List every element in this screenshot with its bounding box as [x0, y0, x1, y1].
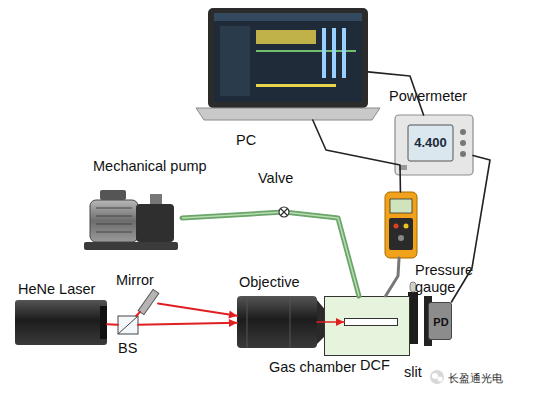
component-label: DCF — [360, 357, 400, 374]
gauge-display — [390, 199, 412, 213]
component-label: HeNe Laser — [18, 281, 118, 298]
gauge-key — [398, 235, 404, 241]
mirror-plate — [138, 289, 159, 314]
component-label: Pressure gauge — [415, 262, 477, 296]
arrow-head — [229, 319, 237, 327]
laptop-lid — [208, 8, 368, 108]
screen-bar — [322, 28, 326, 78]
watermark-text: 长盈通光电 — [448, 370, 532, 387]
laser-beam — [158, 303, 237, 315]
component-label: Gas chamber — [269, 359, 361, 376]
gauge-keypad — [389, 218, 413, 250]
laser-beam — [138, 323, 237, 325]
pump-motor — [90, 200, 138, 242]
watermark-icon — [432, 373, 438, 379]
button — [460, 140, 466, 146]
arrow-head — [336, 318, 344, 326]
objective-barrel — [237, 296, 317, 348]
component-label: slit — [404, 364, 434, 381]
pump-fin — [96, 216, 132, 217]
laser-aperture — [100, 306, 107, 339]
pump-fin — [96, 232, 132, 233]
screen-plot — [256, 84, 336, 87]
photodetector: PD — [428, 302, 452, 340]
valve-symbol — [281, 209, 288, 216]
pump-head — [136, 204, 174, 242]
objective-ring — [247, 296, 248, 348]
laptop-screen — [214, 13, 362, 102]
button — [460, 151, 466, 157]
pump-handle — [100, 190, 126, 200]
component-label: PC — [236, 132, 276, 149]
gauge-body — [385, 192, 417, 258]
component-label: Powermeter — [389, 88, 479, 105]
screen-panel — [220, 26, 250, 96]
gas-chamber: Gas chamberDCF — [324, 296, 410, 356]
valve-symbol — [281, 209, 288, 216]
component-label: Objective — [239, 274, 319, 291]
cable — [368, 72, 424, 115]
screen-bar — [214, 13, 362, 21]
mirror: Mirror — [140, 290, 158, 314]
component-label: BS — [118, 340, 148, 357]
pump-base — [84, 242, 178, 250]
vacuum-tube — [182, 212, 359, 296]
powermeter: Powermeter4.400 — [395, 115, 473, 175]
objective: Objective — [237, 296, 317, 348]
gauge-key — [394, 224, 399, 229]
objective-ring — [290, 296, 291, 348]
laser-tube — [15, 300, 107, 345]
tube-highlight — [182, 212, 359, 296]
watermark-icon — [438, 377, 443, 382]
beam-splitter-face — [118, 316, 138, 334]
button — [460, 129, 466, 135]
powermeter-display — [408, 125, 453, 161]
laser-beam — [107, 323, 118, 325]
powermeter-body — [395, 115, 473, 175]
component-label: Mirror — [116, 272, 176, 289]
component-label: Mechanical pump — [93, 158, 218, 175]
laser-beam — [136, 312, 140, 316]
screen-readout — [256, 30, 316, 44]
valve-symbol — [279, 207, 289, 217]
laptop-base — [196, 108, 380, 120]
pressure-gauge: Pressure gauge — [385, 192, 417, 258]
pump-fin — [96, 224, 132, 225]
laptop: PC — [208, 8, 368, 120]
slit: slit — [408, 292, 418, 344]
gauge-key — [404, 224, 409, 229]
component-label: PD — [429, 314, 453, 331]
hene-laser: HeNe Laser — [15, 300, 107, 345]
screen-plot — [256, 50, 356, 52]
mechanical-pump: Mechanical pump — [78, 190, 182, 252]
screen-bar — [342, 28, 346, 78]
beam-splitter — [118, 316, 138, 334]
valve-label: Valve — [258, 170, 308, 187]
display-reading: 4.400 — [408, 134, 453, 151]
pump-fin — [96, 208, 132, 209]
cable — [451, 155, 490, 302]
fiber: DCF — [344, 318, 398, 326]
screen-bar — [332, 28, 336, 78]
arrow-head — [228, 311, 237, 319]
watermark-icon — [430, 370, 444, 384]
pump-port — [150, 194, 162, 204]
cable — [313, 120, 401, 192]
beam-splitter: BS — [118, 316, 138, 334]
cable — [386, 258, 399, 296]
